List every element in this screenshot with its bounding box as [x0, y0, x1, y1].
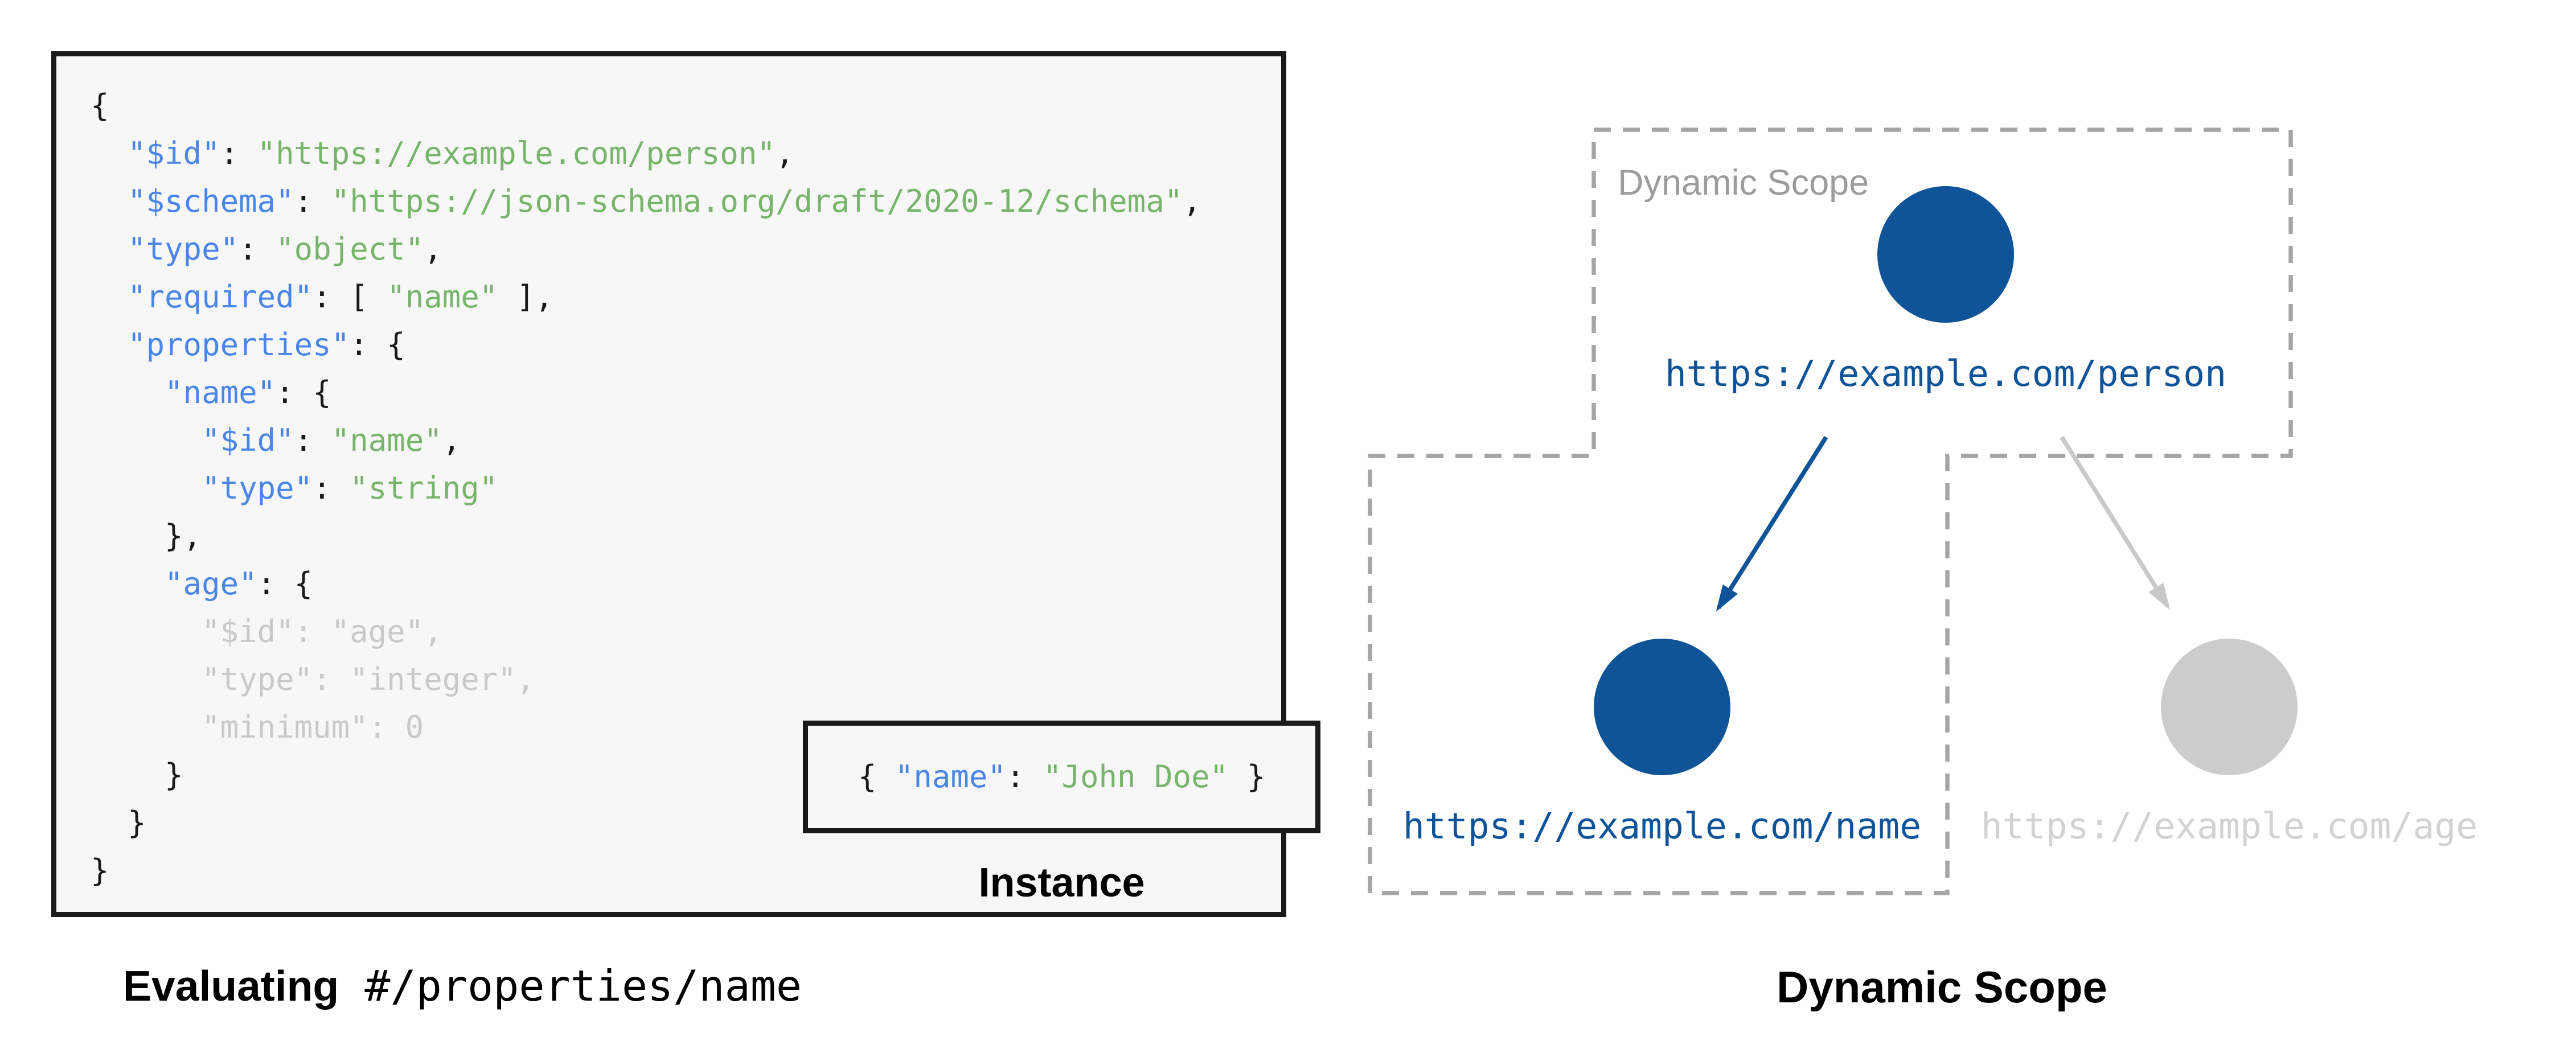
code-segment: "$id" [91, 423, 294, 459]
code-line: "type": "object", [91, 227, 1201, 275]
code-line: "minimum": 0 [91, 705, 1201, 753]
code-segment: "name" [895, 759, 1006, 795]
code-segment: "minimum": 0 [91, 710, 424, 746]
code-segment: : [220, 137, 257, 172]
code-segment: "https://json-schema.org/draft/2020-12/s… [331, 184, 1183, 220]
ref-arrow-person-to-name [1716, 435, 1828, 612]
code-segment: , [442, 423, 461, 459]
code-segment: : [1006, 759, 1044, 795]
code-segment: "object" [276, 232, 424, 268]
age-schema-node [2161, 639, 2298, 775]
code-segment: } [91, 758, 183, 794]
code-segment: } [91, 806, 146, 842]
code-segment: : [294, 423, 331, 459]
code-segment: } [91, 854, 109, 890]
code-segment: "$id": "age", [91, 615, 442, 651]
code-segment: "type" [91, 471, 313, 507]
code-segment: ], [498, 280, 553, 316]
schema-json-code: { "$id": "https://example.com/person", "… [91, 84, 1201, 896]
code-segment: : { [257, 567, 313, 603]
code-segment: "required" [91, 280, 313, 316]
code-line: { [91, 84, 1201, 131]
code-segment: }, [91, 519, 202, 555]
code-segment: : [ [313, 280, 387, 316]
instance-label: Instance [978, 861, 1145, 907]
code-segment: "John Doe" [1043, 759, 1229, 795]
code-line: } [91, 801, 1201, 849]
code-segment: , [775, 137, 794, 172]
age-url-label: https://example.com/age [1980, 806, 2478, 847]
code-segment: "https://example.com/person" [257, 137, 776, 172]
dynamic-scope-outline [1368, 127, 2293, 895]
code-segment: "name" [91, 376, 276, 412]
code-line: "required": [ "name" ], [91, 275, 1201, 323]
code-segment: { [858, 759, 895, 795]
code-line: "$id": "name", [91, 418, 1201, 466]
instance-json-code: { "name": "John Doe" } [858, 759, 1265, 795]
code-segment: "$schema" [91, 184, 294, 220]
person-url-label: https://example.com/person [1664, 353, 2227, 394]
code-line: } [91, 753, 1201, 801]
code-segment: { [91, 89, 109, 125]
code-segment: : [313, 471, 350, 507]
code-segment: } [1228, 759, 1266, 795]
code-line: "$schema": "https://json-schema.org/draf… [91, 179, 1201, 227]
dynamic-scope-diagram [1368, 127, 2298, 895]
code-line: "type": "string" [91, 466, 1201, 514]
dynamic-scope-caption: Dynamic Scope [1777, 961, 2107, 1013]
evaluating-caption-bold: Evaluating [123, 963, 339, 1011]
code-segment: : { [276, 376, 331, 412]
name-url-label: https://example.com/name [1402, 806, 1922, 847]
code-segment: "age" [91, 567, 257, 603]
code-line: "age": { [91, 562, 1201, 610]
code-line: } [91, 849, 1201, 896]
name-schema-node [1594, 639, 1730, 775]
code-segment: , [424, 232, 442, 268]
evaluating-caption-pointer: #/properties/name [339, 961, 802, 1011]
code-segment: "name" [387, 280, 498, 316]
schema-code-block: { "$id": "https://example.com/person", "… [51, 51, 1320, 917]
ref-arrow-person-to-age [2060, 435, 2171, 610]
code-segment: : [239, 232, 276, 268]
code-segment: "name" [331, 423, 442, 459]
code-segment: : { [350, 328, 405, 364]
code-segment: "type" [91, 232, 239, 268]
instance-box: { "name": "John Doe" } [803, 721, 1320, 833]
dynamic-scope-box-label: Dynamic Scope [1618, 164, 1869, 203]
code-segment: : [294, 184, 331, 220]
code-line: "$id": "age", [91, 610, 1201, 657]
code-line: "name": { [91, 371, 1201, 418]
code-line: "type": "integer", [91, 657, 1201, 705]
code-segment: "properties" [91, 328, 350, 364]
code-segment: , [1183, 184, 1201, 220]
person-schema-node [1877, 186, 2014, 323]
code-line: "properties": { [91, 323, 1201, 371]
code-segment: "string" [350, 471, 498, 507]
code-segment: "type": "integer", [91, 663, 535, 698]
code-line: "$id": "https://example.com/person", [91, 131, 1201, 179]
code-line: }, [91, 514, 1201, 562]
code-segment: "$id" [91, 137, 220, 172]
evaluating-caption: Evaluating #/properties/name [123, 961, 802, 1013]
